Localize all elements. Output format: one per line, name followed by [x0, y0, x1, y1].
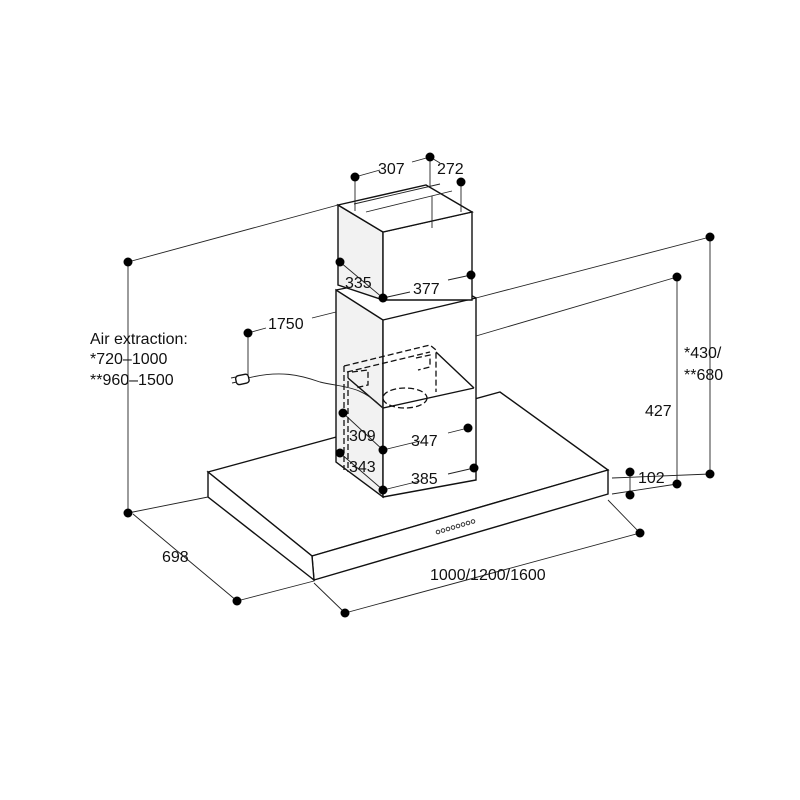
label-canopy-depth: 698: [162, 549, 189, 566]
label-top-width: 307: [378, 161, 405, 178]
label-height-options-2: **680: [684, 367, 723, 384]
control-buttons: [435, 519, 476, 535]
label-inner-width: 347: [411, 433, 438, 450]
label-upper-depth: 335: [345, 275, 372, 292]
label-height-options-1: *430/: [684, 345, 722, 362]
dimension-dots: [123, 152, 715, 618]
label-inner-depth: 309: [349, 428, 376, 445]
label-lower-depth: 343: [349, 459, 376, 476]
label-top-depth: 272: [437, 161, 464, 178]
upper-chimney: [336, 157, 474, 301]
label-total-height: 1750: [268, 316, 304, 333]
air-extraction-line2: **960–1500: [90, 372, 174, 389]
dimension-labels: 307 272 335 377 1750 Air extraction: *72…: [90, 161, 723, 584]
label-lower-width: 385: [411, 471, 438, 488]
air-extraction-line1: *720–1000: [90, 351, 168, 368]
label-upper-width: 377: [413, 281, 440, 298]
label-canopy-width: 1000/1200/1600: [430, 567, 546, 584]
air-extraction-title: Air extraction:: [90, 331, 188, 348]
label-chimney-height: 427: [645, 403, 672, 420]
label-canopy-height: 102: [638, 470, 665, 487]
power-cable-plug: [230, 373, 384, 409]
